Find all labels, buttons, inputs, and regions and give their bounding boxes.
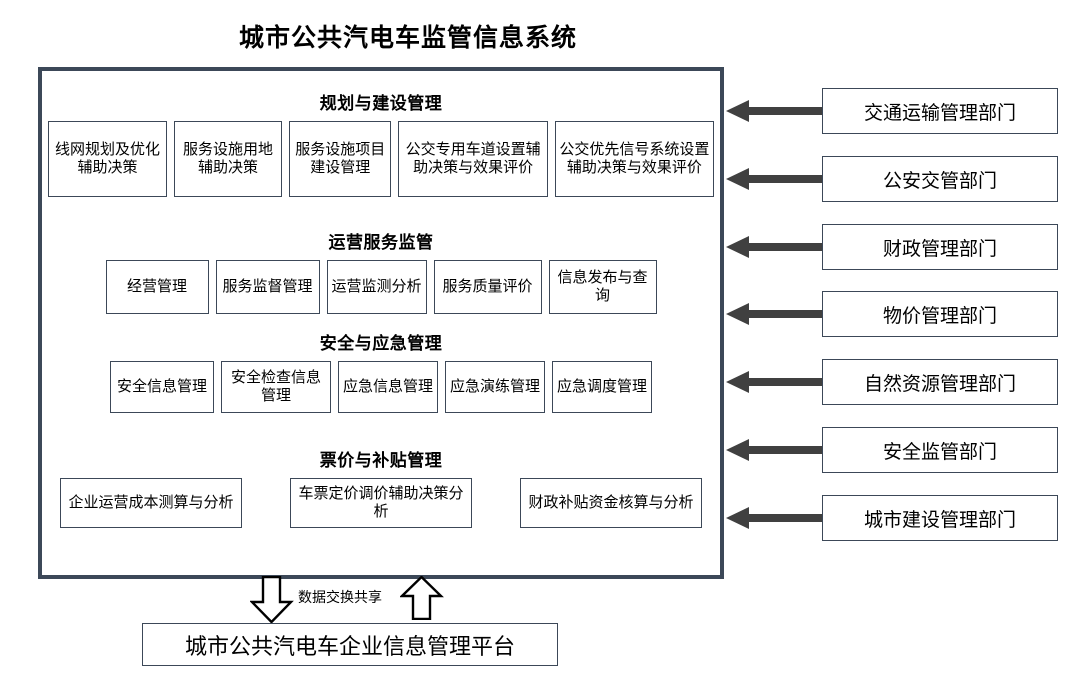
stakeholder-box[interactable]: 公安交管部门 [822,156,1058,202]
module-box[interactable]: 企业运营成本测算与分析 [60,477,242,528]
module-box[interactable]: 服务质量评价 [433,259,542,314]
arrow-stakeholder-3 [726,236,822,258]
module-box[interactable]: 车票定价调价辅助决策分析 [290,477,472,528]
arrow-stakeholder-1 [726,100,822,122]
section-title: 运营服务监管 [328,233,434,253]
section-fare-subsidy: 票价与补贴管理 企业运营成本测算与分析 车票定价调价辅助决策分析 财政补贴资金核… [42,452,720,528]
stakeholder-box[interactable]: 自然资源管理部门 [822,359,1058,405]
arrow-shaft [746,310,822,318]
section-safety-emergency: 安全与应急管理 安全信息管理 安全检查信息管理 应急信息管理 应急演练管理 应急… [42,335,720,413]
data-exchange-label: 数据交换共享 [298,590,382,606]
module-box[interactable]: 服务监督管理 [215,259,320,314]
module-box[interactable]: 安全信息管理 [110,360,214,413]
module-box[interactable]: 服务设施用地辅助决策 [173,120,283,197]
stakeholder-box[interactable]: 安全监管部门 [822,427,1058,473]
arrow-head-icon [726,303,749,325]
arrow-shaft [746,243,822,251]
module-box[interactable]: 公交专用车道设置辅助决策与效果评价 [398,120,548,197]
module-box[interactable]: 应急信息管理 [338,360,438,413]
arrow-shaft [746,175,822,183]
module-box[interactable]: 应急演练管理 [445,360,545,413]
stakeholder-box[interactable]: 财政管理部门 [822,224,1058,270]
arrow-head-icon [726,439,749,461]
page-title: 城市公共汽电车监管信息系统 [238,23,577,52]
stakeholder-box[interactable]: 城市建设管理部门 [822,495,1058,541]
stakeholder-box[interactable]: 交通运输管理部门 [822,88,1058,134]
arrow-stakeholder-7 [726,507,822,529]
section-title: 规划与建设管理 [319,94,443,114]
section-title: 票价与补贴管理 [319,451,443,471]
arrow-head-icon [726,507,749,529]
arrow-stakeholder-5 [726,371,822,393]
arrow-shaft [746,446,822,454]
module-box[interactable]: 安全检查信息管理 [221,360,331,413]
arrow-head-icon [726,100,749,122]
module-box[interactable]: 运营监测分析 [326,259,427,314]
section-operation-supervision: 运营服务监管 经营管理 服务监督管理 运营监测分析 服务质量评价 信息发布与查询 [42,234,720,314]
arrow-shaft [746,378,822,386]
module-box[interactable]: 经营管理 [105,259,209,314]
arrow-head-icon [726,236,749,258]
module-box[interactable]: 公交优先信号系统设置辅助决策与效果评价 [554,120,715,197]
section-planning-construction: 规划与建设管理 线网规划及优化辅助决策 服务设施用地辅助决策 服务设施项目建设管… [42,95,720,197]
module-box[interactable]: 应急调度管理 [552,360,652,413]
module-box[interactable]: 财政补贴资金核算与分析 [520,477,702,528]
arrow-head-icon [726,168,749,190]
arrow-head-icon [726,371,749,393]
module-row: 企业运营成本测算与分析 车票定价调价辅助决策分析 财政补贴资金核算与分析 [42,477,720,528]
arrow-shaft [746,107,822,115]
up-block-arrow-icon [400,576,444,620]
section-title: 安全与应急管理 [319,334,443,354]
down-block-arrow-icon [250,576,294,624]
module-box[interactable]: 线网规划及优化辅助决策 [48,120,167,197]
module-row: 经营管理 服务监督管理 运营监测分析 服务质量评价 信息发布与查询 [42,259,720,314]
arrow-stakeholder-6 [726,439,822,461]
enterprise-platform-box[interactable]: 城市公共汽电车企业信息管理平台 [142,623,558,666]
module-box[interactable]: 服务设施项目建设管理 [289,120,392,197]
stakeholder-box[interactable]: 物价管理部门 [822,291,1058,337]
module-row: 安全信息管理 安全检查信息管理 应急信息管理 应急演练管理 应急调度管理 [42,360,720,413]
system-frame: 规划与建设管理 线网规划及优化辅助决策 服务设施用地辅助决策 服务设施项目建设管… [38,67,724,579]
arrow-shaft [746,514,822,522]
arrow-stakeholder-4 [726,303,822,325]
module-row: 线网规划及优化辅助决策 服务设施用地辅助决策 服务设施项目建设管理 公交专用车道… [42,120,720,197]
module-box[interactable]: 信息发布与查询 [548,259,657,314]
arrow-stakeholder-2 [726,168,822,190]
